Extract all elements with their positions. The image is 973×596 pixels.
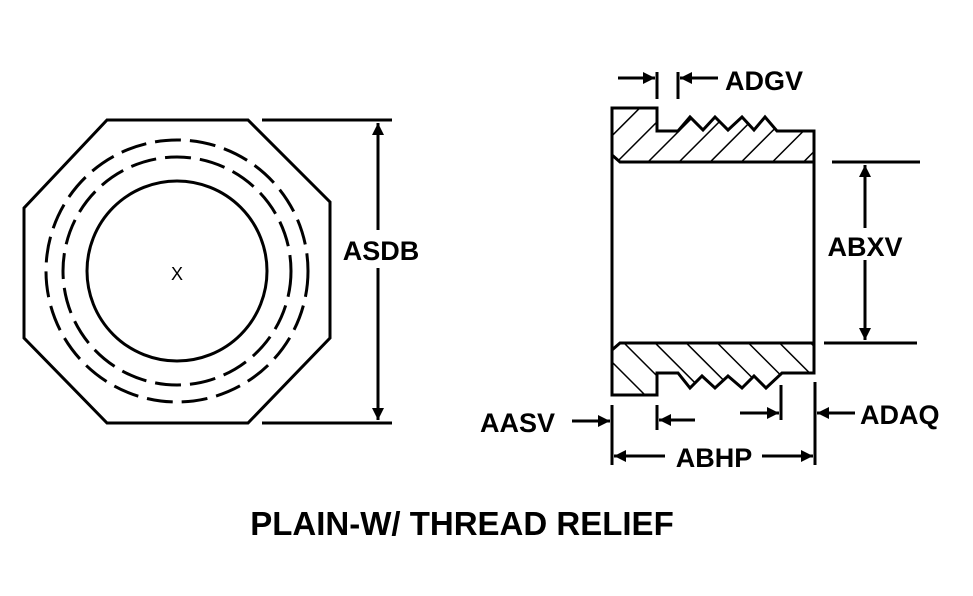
asdb-label: ASDB — [343, 236, 420, 266]
adgv-label: ADGV — [725, 66, 803, 96]
section-view: ADGV ABXV AASV ADAQ ABHP — [480, 66, 940, 473]
octagon-outline — [22, 118, 332, 425]
top-wall-section — [610, 106, 816, 164]
inner-thread-circle — [61, 155, 293, 387]
center-mark: X — [171, 264, 183, 284]
diagram-title: PLAIN-W/ THREAD RELIEF — [250, 505, 673, 542]
abxv-label: ABXV — [827, 232, 902, 262]
bottom-wall-section — [610, 341, 816, 397]
outer-thread-circle — [44, 138, 310, 404]
abhp-label: ABHP — [676, 443, 753, 473]
end-view: X ASDB — [22, 118, 430, 425]
bore-circle — [85, 179, 269, 363]
aasv-label: AASV — [480, 408, 555, 438]
adaq-label: ADAQ — [860, 400, 940, 430]
